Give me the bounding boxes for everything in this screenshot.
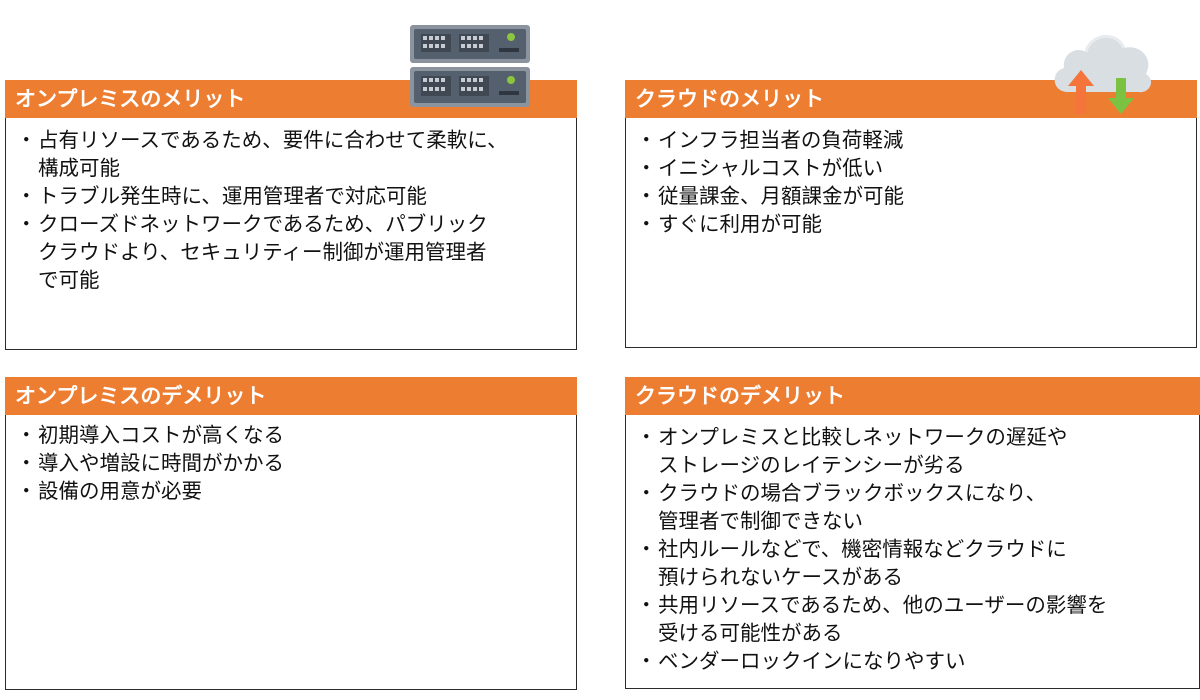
server-rack-icon [409, 24, 531, 108]
cloud-demerit-body: オンプレミスと比較しネットワークの遅延や ストレージのレイテンシーが劣る クラウ… [625, 415, 1200, 689]
onprem-demerit-body: 初期導入コストが高くなる 導入や増設に時間がかかる 設備の用意が必要 [5, 415, 577, 690]
onprem-merit-list: 占有リソースであるため、要件に合わせて柔軟に、 構成可能 トラブル発生時に、運用… [6, 126, 576, 294]
onprem-demerit-header: オンプレミスのデメリット [5, 377, 577, 415]
list-item: 占有リソースであるため、要件に合わせて柔軟に、 構成可能 [6, 126, 576, 182]
onprem-merit-body: 占有リソースであるため、要件に合わせて柔軟に、 構成可能 トラブル発生時に、運用… [5, 118, 577, 350]
list-item: クラウドの場合ブラックボックスになり、 管理者で制御できない [626, 479, 1199, 535]
cloud-merit-title: クラウドのメリット [635, 86, 824, 111]
onprem-merit-title: オンプレミスのメリット [15, 86, 246, 111]
cloud-merit-card: クラウドのメリット インフラ担当者の負荷軽減 イニシャルコストが低い 従量課金、… [625, 80, 1197, 348]
list-item: 社内ルールなどで、機密情報などクラウドに 預けられないケースがある [626, 535, 1199, 591]
list-item: オンプレミスと比較しネットワークの遅延や ストレージのレイテンシーが劣る [626, 423, 1199, 479]
onprem-demerit-list: 初期導入コストが高くなる 導入や増設に時間がかかる 設備の用意が必要 [6, 421, 576, 505]
list-item: イニシャルコストが低い [626, 154, 1196, 182]
cloud-merit-body: インフラ担当者の負荷軽減 イニシャルコストが低い 従量課金、月額課金が可能 すぐ… [625, 118, 1197, 348]
cloud-sync-icon [1046, 20, 1158, 116]
list-item: クローズドネットワークであるため、パブリック クラウドより、セキュリティー制御が… [6, 210, 576, 294]
list-item: 初期導入コストが高くなる [6, 421, 576, 449]
cloud-demerit-list: オンプレミスと比較しネットワークの遅延や ストレージのレイテンシーが劣る クラウ… [626, 423, 1199, 675]
onprem-demerit-title: オンプレミスのデメリット [15, 383, 267, 408]
list-item: トラブル発生時に、運用管理者で対応可能 [6, 182, 576, 210]
cloud-demerit-card: クラウドのデメリット オンプレミスと比較しネットワークの遅延や ストレージのレイ… [625, 377, 1200, 689]
list-item: インフラ担当者の負荷軽減 [626, 126, 1196, 154]
arrow-down-icon [1108, 78, 1134, 114]
list-item: すぐに利用が可能 [626, 210, 1196, 238]
cloud-demerit-title: クラウドのデメリット [635, 383, 845, 408]
list-item: 共用リソースであるため、他のユーザーの影響を 受ける可能性がある [626, 591, 1199, 647]
onprem-demerit-card: オンプレミスのデメリット 初期導入コストが高くなる 導入や増設に時間がかかる 設… [5, 377, 577, 690]
arrow-up-icon [1068, 70, 1094, 114]
onprem-merit-card: オンプレミスのメリット 占有リソースであるため、要件に合わせて柔軟に、 構成可能… [5, 80, 577, 350]
list-item: 設備の用意が必要 [6, 477, 576, 505]
cloud-demerit-header: クラウドのデメリット [625, 377, 1200, 415]
list-item: ベンダーロックインになりやすい [626, 647, 1199, 675]
list-item: 導入や増設に時間がかかる [6, 449, 576, 477]
cloud-merit-list: インフラ担当者の負荷軽減 イニシャルコストが低い 従量課金、月額課金が可能 すぐ… [626, 126, 1196, 238]
list-item: 従量課金、月額課金が可能 [626, 182, 1196, 210]
